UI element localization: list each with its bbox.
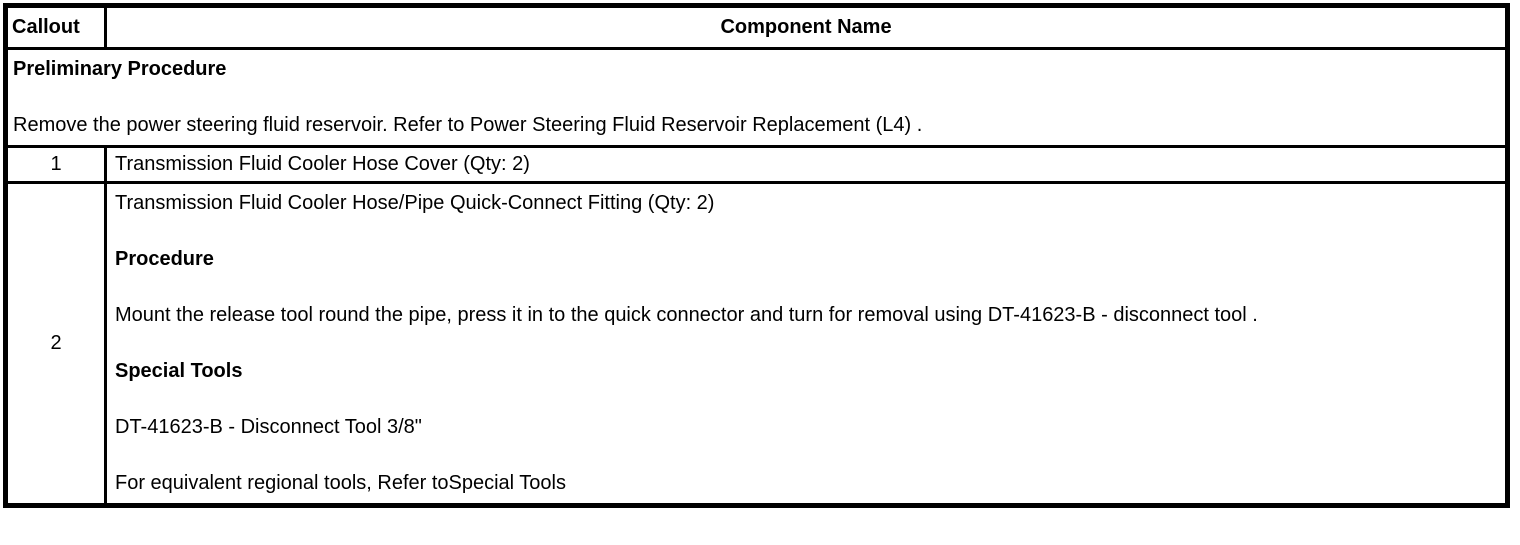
- header-row: Callout Component Name: [4, 4, 1509, 50]
- special-tool-text: DT-41623-B - Disconnect Tool 3/8": [115, 416, 422, 438]
- preliminary-procedure-text: Remove the power steering fluid reservoi…: [13, 114, 923, 136]
- callout-number: 2: [4, 181, 107, 507]
- procedure-text: Mount the release tool round the pipe, p…: [115, 304, 1258, 326]
- component-callout-table: Callout Component Name Preliminary Proce…: [3, 3, 1510, 508]
- preliminary-procedure-title: Preliminary Procedure: [13, 58, 227, 80]
- callout-column-header: Callout: [4, 4, 107, 50]
- component-cell: Transmission Fluid Cooler Hose Cover (Qt…: [104, 145, 1509, 184]
- table-row: 1 Transmission Fluid Cooler Hose Cover (…: [4, 145, 1509, 184]
- preliminary-procedure-row: Preliminary Procedure Remove the power s…: [4, 47, 1509, 148]
- procedure-heading: Procedure: [115, 248, 214, 270]
- special-tools-heading: Special Tools: [115, 360, 243, 382]
- component-cell: Transmission Fluid Cooler Hose/Pipe Quic…: [104, 181, 1509, 507]
- preliminary-procedure-cell: Preliminary Procedure Remove the power s…: [4, 47, 1509, 148]
- component-name-text: Transmission Fluid Cooler Hose/Pipe Quic…: [115, 192, 715, 214]
- table-row: 2 Transmission Fluid Cooler Hose/Pipe Qu…: [4, 181, 1509, 507]
- component-name-column-header: Component Name: [104, 4, 1509, 50]
- callout-number: 1: [4, 145, 107, 184]
- regional-tools-note: For equivalent regional tools, Refer toS…: [115, 472, 566, 494]
- component-name-text: Transmission Fluid Cooler Hose Cover (Qt…: [115, 153, 530, 175]
